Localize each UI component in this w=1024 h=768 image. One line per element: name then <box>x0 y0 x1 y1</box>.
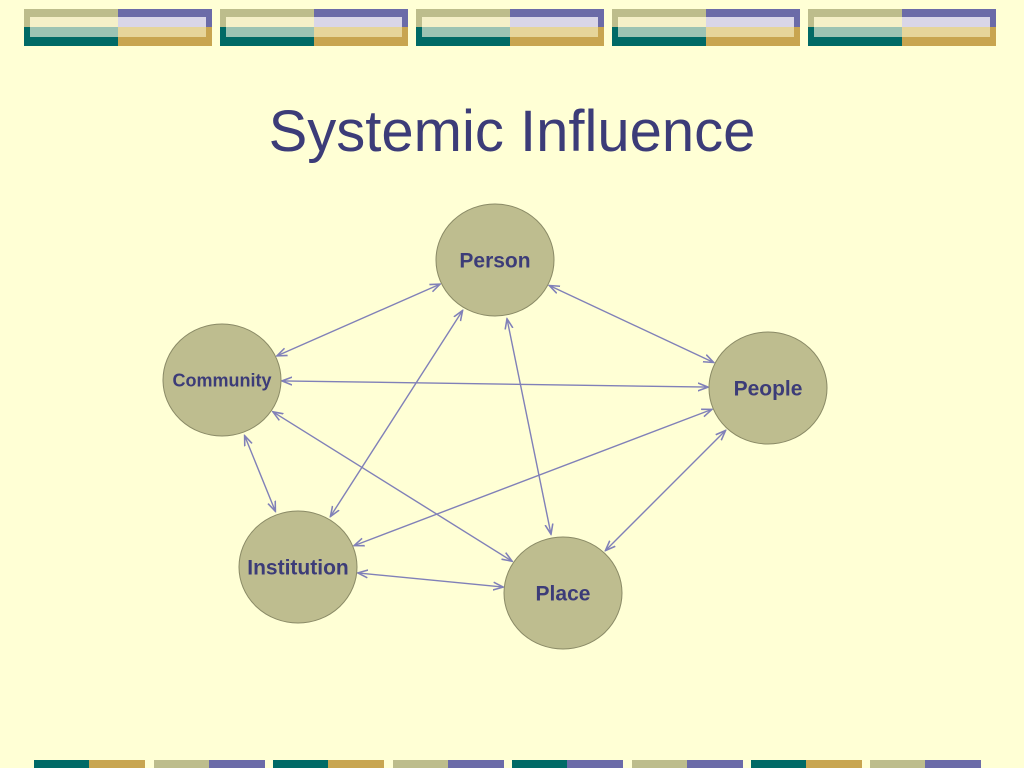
node-institution-circle <box>238 510 358 624</box>
bottom-band-segment <box>512 760 567 768</box>
bottom-band-segment <box>154 760 209 768</box>
node-people-label: People <box>734 377 803 400</box>
node-people: People <box>708 331 828 445</box>
bottom-band-segment <box>328 760 384 768</box>
node-person-label: Person <box>459 249 530 272</box>
top-band-tile <box>808 9 996 46</box>
bottom-band-segment <box>870 760 925 768</box>
top-band-tile <box>612 9 800 46</box>
node-community-circle <box>162 323 282 437</box>
top-band-tile <box>416 9 604 46</box>
edge-person-community <box>277 284 440 356</box>
node-institution-label: Institution <box>247 556 348 579</box>
node-place: Place <box>503 536 623 650</box>
bottom-band-segment <box>448 760 504 768</box>
edge-person-institution <box>330 311 462 517</box>
bottom-band-segment <box>925 760 981 768</box>
edge-layer <box>245 284 726 587</box>
bottom-band-segment <box>567 760 623 768</box>
bottom-band-segment <box>393 760 448 768</box>
edge-institution-people <box>354 409 712 545</box>
node-community-label: Community <box>173 370 272 390</box>
edge-institution-place <box>358 573 504 587</box>
top-decorative-band <box>24 9 996 46</box>
bottom-band-segment <box>751 760 806 768</box>
edge-person-place <box>507 319 551 534</box>
bottom-band-segment <box>273 760 328 768</box>
edge-person-people <box>549 286 713 363</box>
node-person-circle <box>435 203 555 317</box>
slide-title: Systemic Influence <box>268 99 756 164</box>
edge-place-people <box>605 430 725 550</box>
edge-community-people <box>282 381 708 387</box>
bottom-band-segment <box>209 760 265 768</box>
node-people-circle <box>708 331 828 445</box>
node-institution: Institution <box>238 510 358 624</box>
bottom-decorative-band <box>34 760 981 768</box>
node-place-circle <box>503 536 623 650</box>
node-community: Community <box>162 323 282 437</box>
bottom-band-segment <box>687 760 743 768</box>
edge-community-institution <box>245 436 276 512</box>
top-band-tile <box>220 9 408 46</box>
bottom-band-segment <box>632 760 687 768</box>
node-person: Person <box>435 203 555 317</box>
top-band-tile <box>24 9 212 46</box>
bottom-band-segment <box>34 760 89 768</box>
node-place-label: Place <box>536 582 591 605</box>
bottom-band-segment <box>89 760 145 768</box>
bottom-band-segment <box>806 760 862 768</box>
